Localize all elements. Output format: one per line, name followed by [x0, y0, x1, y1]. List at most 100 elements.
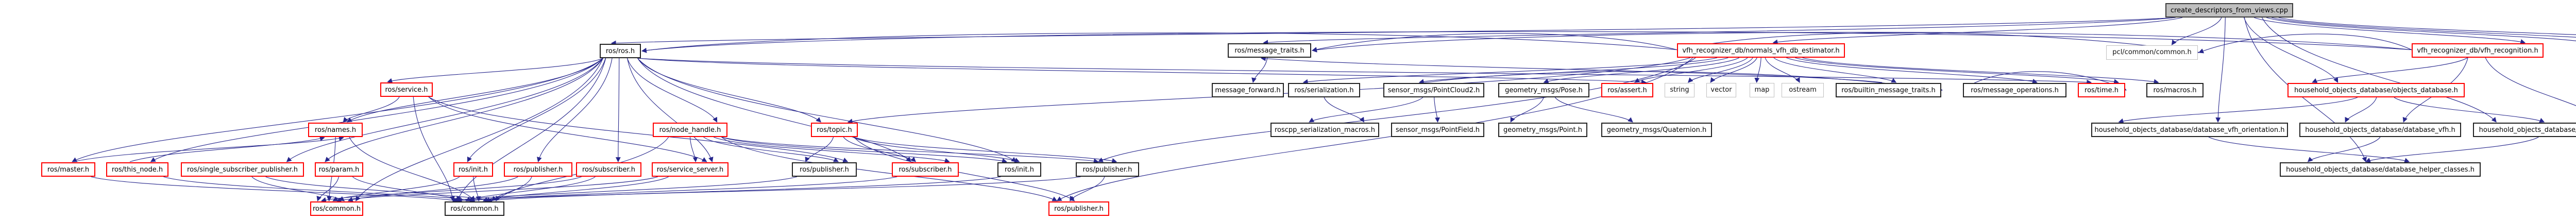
- include-edge: [1688, 57, 1753, 83]
- include-edge: [325, 58, 603, 162]
- include-edge: [413, 96, 455, 201]
- node-ros-publisher-h-3[interactable]: ros/publisher.h: [1076, 162, 1139, 177]
- include-edge: [703, 137, 839, 162]
- include-edge: [1251, 57, 1268, 83]
- node-geometry-msgs-pose-h[interactable]: geometry_msgs/Pose.h: [1498, 83, 1589, 97]
- include-edge: [2244, 17, 2367, 162]
- include-edge: [1383, 71, 1943, 92]
- include-edge: [473, 176, 481, 201]
- node-ros-node-handle-h[interactable]: ros/node_handle.h: [653, 123, 727, 137]
- include-edge: [853, 137, 1020, 163]
- include-edge: [456, 58, 606, 201]
- node-household-objects-database-database-vfh-h[interactable]: household_objects_database/database_vfh.…: [2299, 123, 2461, 137]
- node-ros-master-h[interactable]: ros/master.h: [41, 162, 95, 177]
- node-vfh-recognizer-db-normals-vfh-db-estimator-h[interactable]: vfh_recognizer_db/normals_vfh_db_estimat…: [1677, 43, 1845, 58]
- node-sensor-msgs-pointfield-h[interactable]: sensor_msgs/PointField.h: [1391, 123, 1484, 137]
- include-edge: [843, 137, 917, 162]
- node-household-objects-database-objects-database-h[interactable]: household_objects_database/objects_datab…: [2287, 83, 2465, 97]
- include-edge: [721, 137, 1099, 164]
- include-edge: [496, 176, 532, 201]
- node-roscpp-serialization-macros-h[interactable]: roscpp_serialization_macros.h: [1270, 123, 1379, 137]
- node-household-objects-database-database-helper-classes-h[interactable]: household_objects_database/database_help…: [2280, 162, 2481, 177]
- include-edge: [1794, 57, 2120, 84]
- include-edge: [2266, 17, 2576, 41]
- node-ros-init-h-2[interactable]: ros/init.h: [997, 162, 1041, 177]
- include-edge: [641, 32, 1677, 53]
- include-edge: [1765, 57, 1800, 83]
- include-edge: [2271, 17, 2576, 38]
- node-ros-assert-h[interactable]: ros/assert.h: [1601, 83, 1653, 97]
- node-ros-time-h[interactable]: ros/time.h: [2078, 83, 2125, 97]
- node-ros-this-node-h[interactable]: ros/this_node.h: [106, 162, 168, 177]
- include-edge: [637, 58, 822, 123]
- include-edge: [1097, 57, 1696, 162]
- include-edge: [721, 137, 1007, 163]
- include-edge: [2215, 17, 2226, 123]
- node-ros-param-h[interactable]: ros/param.h: [315, 162, 363, 177]
- node-ros-init-h[interactable]: ros/init.h: [453, 162, 493, 177]
- node-ros-topic-h[interactable]: ros/topic.h: [811, 123, 858, 137]
- node-ros-builtin-message-traits-h[interactable]: ros/builtin_message_traits.h: [1836, 83, 1941, 97]
- include-edge: [129, 136, 325, 162]
- node-ros-common-h[interactable]: ros/common.h: [310, 201, 363, 216]
- include-edge: [1263, 17, 2176, 45]
- include-edge: [355, 58, 603, 201]
- include-edge: [347, 58, 603, 123]
- node-ros-subscriber-h-2[interactable]: ros/subscriber.h: [892, 162, 959, 177]
- node-household-objects-database-database-vfh-orientation-h[interactable]: household_objects_database/database_vfh_…: [2091, 123, 2288, 137]
- node-household-objects-database-database-view-h[interactable]: household_objects_database/database_view…: [2473, 123, 2576, 137]
- node-ros-serialization-h[interactable]: ros/serialization.h: [1288, 83, 1360, 97]
- node-pcl-common-common-h: pcl/common/common.h: [2106, 45, 2198, 60]
- include-edge: [637, 58, 1017, 162]
- include-edge: [1962, 71, 2127, 91]
- node-ros-service-server-h[interactable]: ros/service_server.h: [652, 162, 728, 177]
- include-edge: [1260, 56, 1883, 83]
- include-edge: [265, 176, 493, 202]
- include-edge: [2198, 33, 2412, 54]
- include-edge: [1554, 97, 1633, 123]
- node-sensor-msgs-pointcloud2-h[interactable]: sensor_msgs/PointCloud2.h: [1383, 83, 1484, 97]
- node-ros-message-traits-h[interactable]: ros/message_traits.h: [1228, 43, 1311, 58]
- include-edge: [1434, 97, 1440, 123]
- node-ros-ros-h[interactable]: ros/ros.h: [600, 44, 641, 58]
- include-edge: [428, 96, 849, 163]
- node-vector: vector: [1706, 83, 1736, 97]
- include-edge: [316, 176, 340, 201]
- include-edge: [2208, 137, 2410, 163]
- include-edge: [2171, 17, 2222, 45]
- include-edge: [1312, 33, 1677, 52]
- node-message-forward-h[interactable]: message_forward.h: [1212, 83, 1284, 97]
- include-edge: [2394, 97, 2545, 123]
- include-edge: [1772, 17, 2183, 45]
- node-ros-service-h[interactable]: ros/service.h: [380, 82, 433, 97]
- include-edge: [854, 137, 1075, 201]
- include-edge: [91, 176, 458, 203]
- node-ros-names-h[interactable]: ros/names.h: [308, 123, 363, 137]
- include-edge: [163, 176, 475, 203]
- include-edge: [428, 96, 707, 162]
- node-ros-publisher-h[interactable]: ros/publisher.h: [504, 162, 572, 177]
- include-edge: [2243, 17, 2338, 83]
- include-edge: [1786, 57, 2038, 84]
- include-edge: [611, 17, 2176, 46]
- node-ros-common-h-2[interactable]: ros/common.h: [445, 201, 504, 216]
- include-edge: [1070, 176, 1105, 201]
- include-edge: [2254, 17, 2526, 44]
- include-edge: [641, 31, 2412, 53]
- node-geometry-msgs-quaternion-h[interactable]: geometry_msgs/Quaternion.h: [1601, 123, 1712, 137]
- include-edge: [387, 58, 603, 83]
- include-edge: [349, 137, 475, 201]
- include-edge: [320, 176, 582, 202]
- node-ros-macros-h[interactable]: ros/macros.h: [2146, 83, 2204, 97]
- node-geometry-msgs-point-h[interactable]: geometry_msgs/Point.h: [1498, 123, 1587, 137]
- node-vfh-recognizer-db-vfh-recognition-h[interactable]: vfh_recognizer_db/vfh_recognition.h: [2412, 43, 2544, 58]
- include-edge: [1754, 57, 1761, 83]
- include-edge: [2118, 97, 2358, 124]
- node-ros-message-operations-h[interactable]: ros/message_operations.h: [1963, 83, 2066, 97]
- node-map: map: [1750, 83, 1774, 97]
- node-ros-single-subscriber-publisher-h[interactable]: ros/single_subscriber_publisher.h: [181, 162, 304, 177]
- node-ros-subscriber-h[interactable]: ros/subscriber.h: [576, 162, 641, 177]
- node-ros-publisher-h-4[interactable]: ros/publisher.h: [1048, 201, 1109, 216]
- node-ros-publisher-h-2[interactable]: ros/publisher.h: [792, 162, 857, 177]
